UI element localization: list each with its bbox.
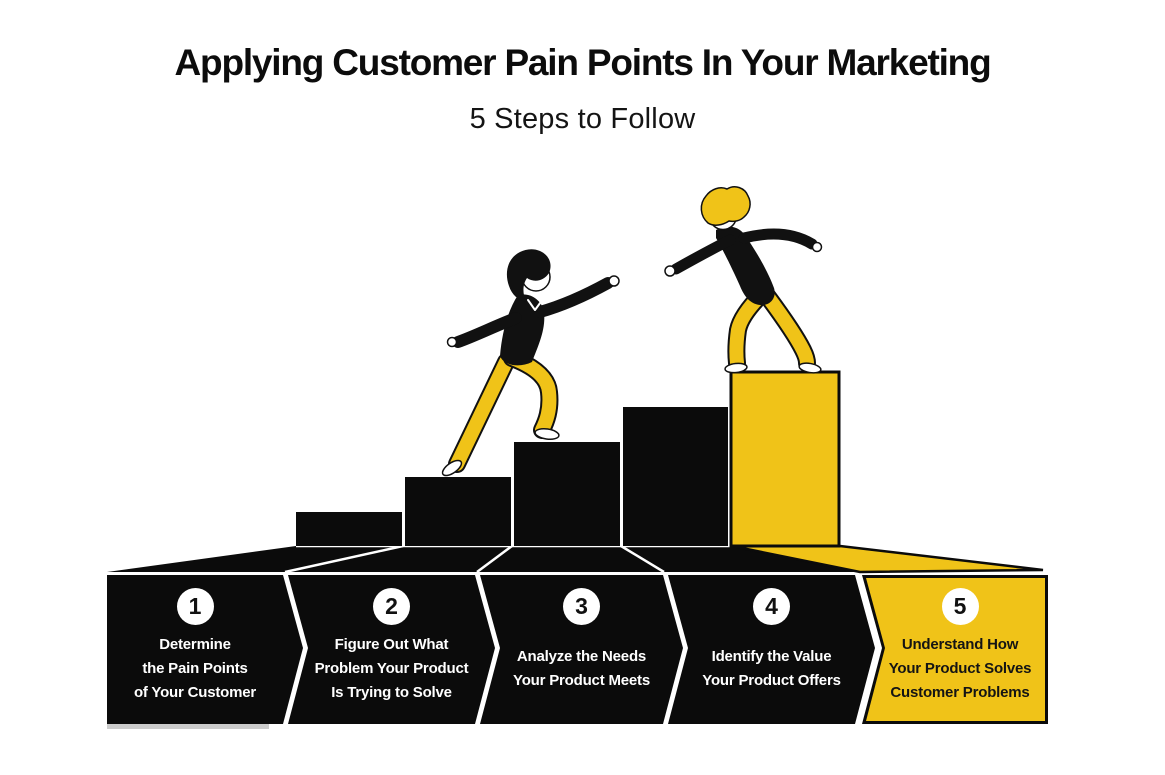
step-description: Understand How Your Product Solves Custo… bbox=[888, 636, 1032, 701]
step-box-4: 4 Identify the Value Your Product Offers bbox=[668, 575, 875, 724]
shoe-icon bbox=[441, 459, 463, 477]
page-title: Applying Customer Pain Points In Your Ma… bbox=[174, 42, 992, 83]
hand-icon bbox=[608, 275, 620, 287]
stairs bbox=[296, 370, 841, 548]
step-description: Figure Out What Problem Your Product Is … bbox=[314, 636, 469, 701]
shoe-icon bbox=[534, 428, 560, 440]
step-description: Analyze the Needs Your Product Meets bbox=[513, 648, 650, 689]
hand-icon bbox=[811, 241, 823, 253]
person-climbing-icon bbox=[441, 249, 620, 477]
step-box-2: 2 Figure Out What Problem Your Product I… bbox=[288, 575, 495, 724]
stair-step-4 bbox=[623, 407, 728, 546]
face-icon bbox=[708, 201, 738, 231]
step-number-badge: 5 bbox=[941, 588, 979, 625]
hair-icon bbox=[506, 249, 551, 302]
floor bbox=[107, 544, 1044, 574]
hair-icon bbox=[700, 186, 751, 226]
step-description: Identify the Value Your Product Offers bbox=[702, 648, 841, 689]
stair-step-1 bbox=[296, 512, 402, 546]
stair-step-5-highlighted bbox=[729, 370, 841, 548]
page-subtitle: 5 Steps to Follow bbox=[469, 103, 696, 135]
shoe-icon bbox=[798, 362, 822, 374]
step-box-3: 3 Analyze the Needs Your Product Meets bbox=[480, 575, 683, 724]
step-box-5-highlighted: 5 Understand How Your Product Solves Cus… bbox=[862, 575, 1048, 724]
person-helping-icon bbox=[664, 186, 823, 374]
step-number-badge: 3 bbox=[563, 588, 600, 625]
step-description: Determine the Pain Points of Your Custom… bbox=[133, 636, 257, 701]
step-number-badge: 2 bbox=[373, 588, 410, 625]
yellow-floor-runner bbox=[731, 544, 1044, 574]
shoe-icon bbox=[724, 362, 748, 374]
hand-icon bbox=[446, 336, 458, 348]
stair-step-3 bbox=[514, 442, 620, 546]
step-number-badge: 1 bbox=[176, 588, 214, 625]
hand-icon bbox=[664, 265, 676, 277]
step-box-1: 1 Determine the Pain Points of Your Cust… bbox=[107, 575, 303, 724]
step-number-badge: 4 bbox=[753, 588, 790, 625]
drop-shadow bbox=[107, 724, 269, 729]
stair-step-2 bbox=[405, 477, 511, 546]
face-icon bbox=[521, 262, 551, 292]
